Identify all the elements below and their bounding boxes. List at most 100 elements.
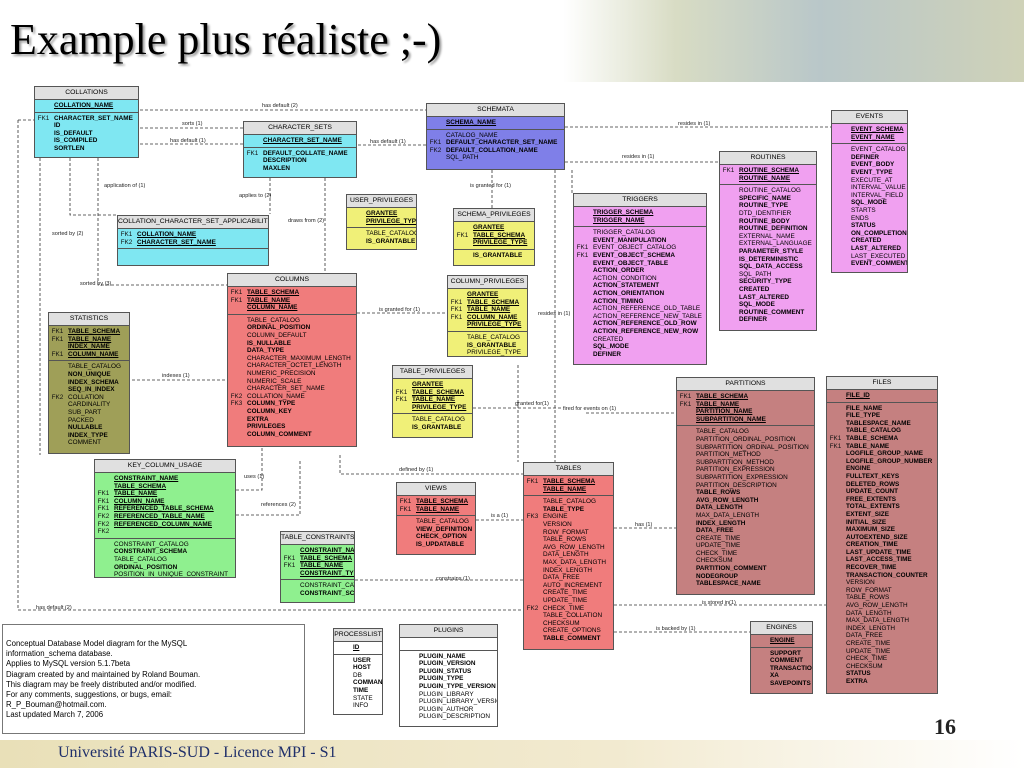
- field-name: TABLE_SCHEMA: [467, 298, 520, 306]
- field-name: TABLE_SCHEMA: [247, 289, 300, 296]
- key-marker: FK1: [456, 231, 469, 239]
- key-marker: FK1: [450, 306, 463, 314]
- field-name: ORDINAL_POSITION: [247, 324, 311, 332]
- table-header: COLUMNS: [228, 274, 356, 287]
- field-name: TRANSACTION_COUNTER: [846, 571, 928, 579]
- key-marker: [720, 316, 737, 324]
- key-marker: [427, 132, 444, 140]
- rel-label: applies to (2): [239, 193, 272, 199]
- key-marker: [400, 721, 417, 726]
- field-name: DEFAULT_COLLATE_NAME: [263, 149, 348, 157]
- field-name: [114, 528, 235, 536]
- field-name: XA: [770, 672, 779, 680]
- key-marker: FK1: [679, 400, 692, 408]
- field-name: DATA_LENGTH: [543, 551, 589, 559]
- key-marker: [832, 199, 849, 207]
- key-marker: [827, 534, 844, 542]
- field-column: SUPPORTCOMMENTTRANSACTIONSXASAVEPOINTS: [768, 650, 812, 688]
- title-banner: Example plus réaliste ;-): [0, 0, 1024, 82]
- field-name: CHARACTER_OCTET_LENGTH: [247, 362, 342, 370]
- key-marker: [427, 119, 444, 127]
- key-marker: [677, 474, 694, 482]
- key-marker: [677, 535, 694, 543]
- field-name: CREATED: [851, 237, 882, 245]
- field-name: EVENT_OBJECT_SCHEMA: [593, 251, 676, 259]
- field-name: FILE_NAME: [846, 404, 883, 412]
- key-marker: FK1: [37, 114, 50, 122]
- rel-label: has default (1): [170, 138, 206, 144]
- field-name: COMMENT: [770, 657, 804, 665]
- slide-title: Example plus réaliste ;-): [10, 15, 442, 64]
- table-constraints-table[interactable]: TABLE_CONSTRAINTSFK1FK1CONSTRAINT_NAMETA…: [280, 531, 355, 603]
- key-marker: [574, 267, 591, 275]
- field-name: TABLE_NAME: [412, 396, 456, 404]
- engines-table[interactable]: ENGINESENGINESUPPORTCOMMENTTRANSACTIONSX…: [750, 621, 813, 694]
- key-section: ID: [334, 642, 382, 655]
- key-marker: [720, 240, 737, 248]
- key-marker: [524, 589, 541, 597]
- field-name: VERSION: [846, 579, 875, 587]
- table-header: EVENTS: [832, 111, 907, 124]
- field-name: DESCRIPTION: [263, 157, 307, 165]
- field-name: IS_COMPILED: [54, 137, 98, 145]
- field-name: COLUMN_NAME: [247, 304, 298, 312]
- key-marker: [574, 336, 591, 344]
- rel-label: draws from (2): [288, 218, 325, 224]
- field-name: TABLE_NAME: [247, 296, 291, 304]
- rel-label: resides in (1): [678, 121, 711, 127]
- field-name: TABLE_ROWS: [846, 594, 890, 602]
- field-name: [137, 251, 268, 259]
- key-section: COLLATION_NAME: [35, 100, 138, 113]
- rel-label: is granted for (1): [470, 183, 512, 189]
- table-header: COLUMN_PRIVILEGES: [448, 276, 527, 289]
- key-column: [751, 637, 768, 645]
- key-marker: [827, 412, 844, 420]
- key-marker: [720, 256, 737, 264]
- attribute-section: SUPPORTCOMMENTTRANSACTIONSXASAVEPOINTS: [751, 648, 812, 690]
- field-name: CREATE_TIME: [543, 589, 588, 597]
- field-name: PRIVILEGE_TYPE: [467, 349, 521, 357]
- processlist-table[interactable]: PROCESSLISTIDUSERHOSTDBCOMMANDTIMESTATEI…: [333, 628, 383, 715]
- field-name: CHARACTER_SET_NAME: [247, 385, 325, 393]
- field-name: PARTITION_COMMENT: [696, 565, 767, 573]
- field-name: AVG_ROW_LENGTH: [846, 602, 908, 610]
- table-header: PLUGINS: [400, 625, 497, 638]
- field-name: CHARACTER_SET_NAME: [137, 238, 216, 246]
- field-column: [135, 251, 268, 259]
- key-marker: FK1: [97, 497, 110, 505]
- key-marker: FK1: [51, 350, 64, 358]
- key-marker: [393, 416, 410, 424]
- key-column: [118, 251, 135, 259]
- field-name: UPDATE_TIME: [846, 647, 891, 655]
- field-name: PARTITION_NAME: [696, 408, 753, 416]
- field-name: IS_GRANTABLE: [467, 341, 517, 349]
- key-marker: [347, 218, 364, 226]
- field-name: FULLTEXT_KEYS: [846, 472, 900, 480]
- key-marker: [720, 294, 737, 302]
